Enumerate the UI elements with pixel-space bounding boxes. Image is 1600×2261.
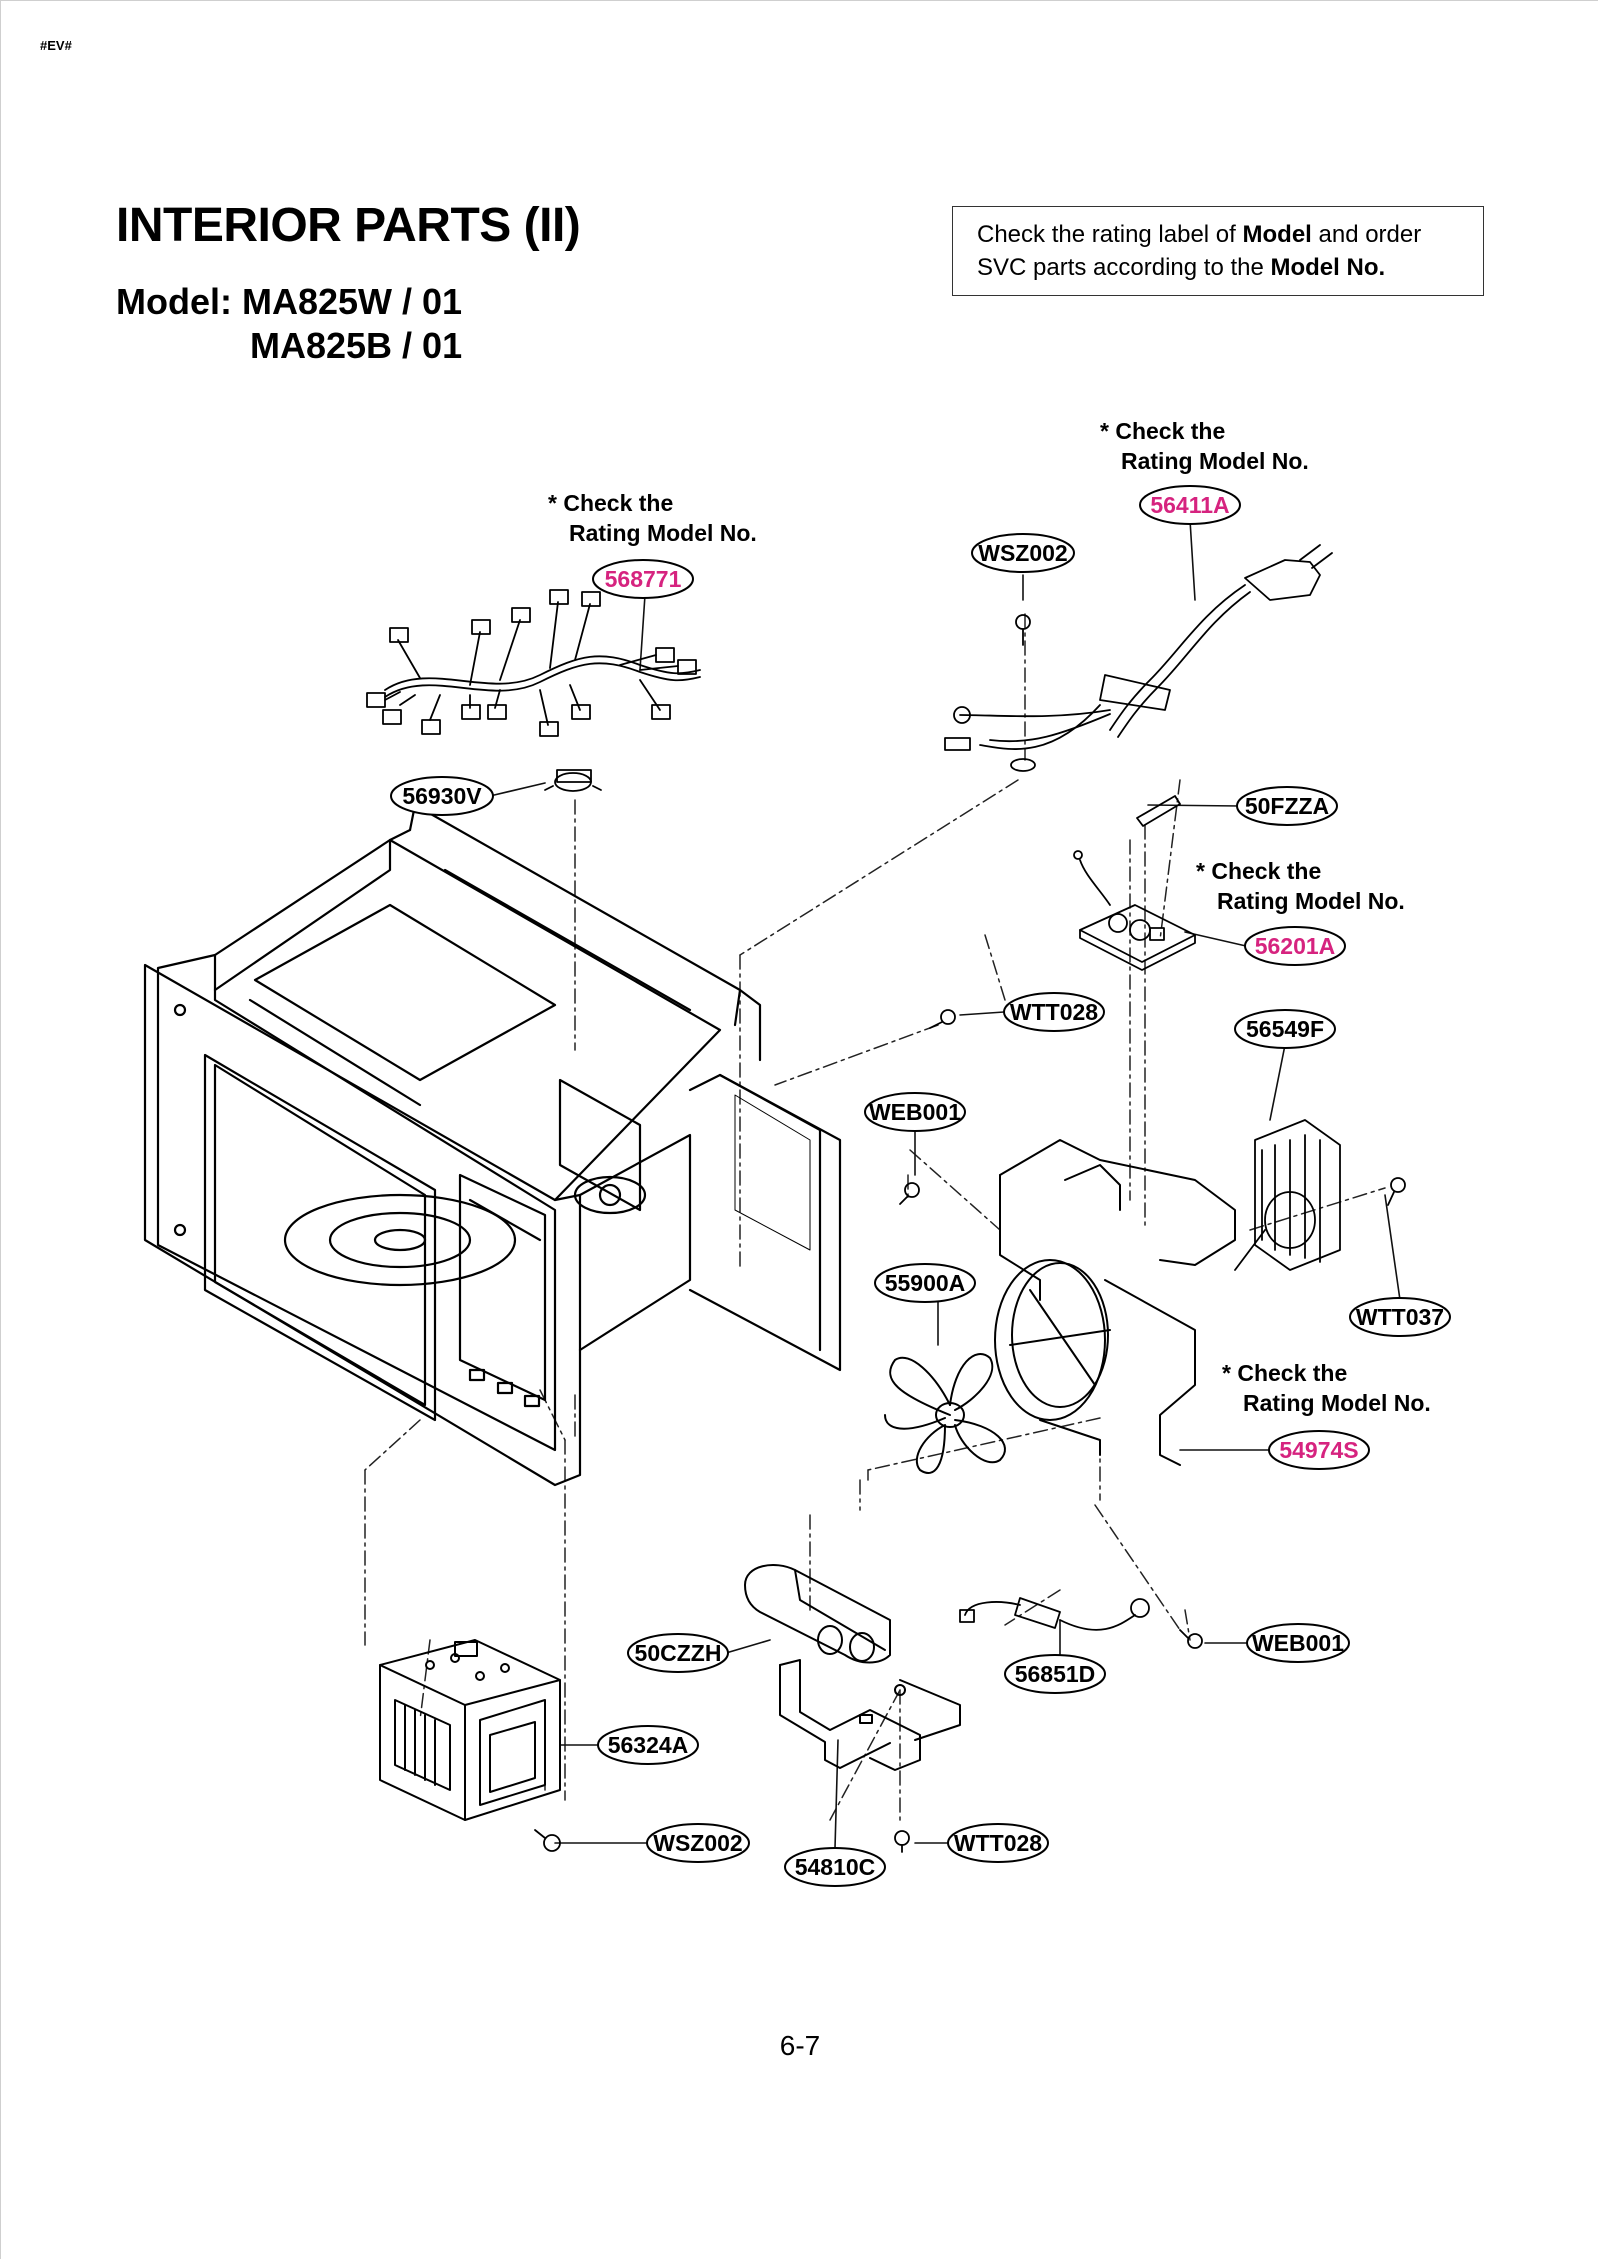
rating-note-line2: Rating Model No. [569, 520, 757, 546]
rating-note-fan-bracket: * Check the Rating Model No. [1222, 1358, 1431, 1418]
callout-label-54974S: 54974S [1279, 1437, 1358, 1463]
screw-wtt028-lower [894, 1830, 910, 1853]
fan-blade-55900A [884, 1353, 1006, 1474]
callout-label-55900A: 55900A [885, 1270, 966, 1296]
capacitor-bracket-54810C [779, 1659, 961, 1771]
callout-oval-50FZZA [1236, 786, 1338, 826]
callout-label-54810C: 54810C [795, 1854, 876, 1880]
callout-label-56411A: 56411A [1150, 492, 1229, 518]
callout-label-50CZZH: 50CZZH [635, 1640, 722, 1666]
model-line-2: MA825B / 01 [250, 325, 463, 366]
callout-label-56324A: 56324A [608, 1732, 689, 1758]
rating-note-line1: * Check the [1100, 418, 1226, 444]
corner-tag: #EV# [40, 38, 72, 53]
callout-oval-56549F [1234, 1009, 1336, 1049]
callout-oval-55900A [874, 1263, 976, 1303]
notice-box: Check the rating label of Model and orde… [952, 206, 1484, 296]
notice-text-pre: Check the rating label of [977, 221, 1243, 248]
callout-label-56851D: 56851D [1015, 1661, 1096, 1687]
screw-web001-upper [899, 1182, 920, 1205]
callout-oval-54810C [784, 1847, 886, 1887]
fan-bracket-54974S [994, 1139, 1236, 1466]
noise-filter-pcb-56201A [1073, 850, 1196, 971]
callout-oval-web001-lower [1246, 1623, 1350, 1663]
rating-note-line2: Rating Model No. [1121, 448, 1309, 474]
rating-note-line2: Rating Model No. [1243, 1390, 1431, 1416]
callout-label-wtt028-upper: WTT028 [1010, 999, 1098, 1025]
rating-note-line1: * Check the [1222, 1360, 1348, 1386]
notice-bold-model-no: Model No. [1270, 254, 1386, 281]
callout-oval-568771 [592, 559, 694, 599]
power-cord-56411A [944, 544, 1333, 772]
rating-note-harness: * Check the Rating Model No. [548, 488, 757, 548]
callout-oval-56930V [390, 776, 494, 816]
notice-text-mid: and order SVC parts according to the [977, 221, 1422, 281]
callout-oval-54974S [1268, 1430, 1370, 1470]
assembly-lines [364, 613, 1386, 1821]
callout-ovals [390, 485, 1451, 1887]
callout-label-web001-upper: WEB001 [869, 1099, 961, 1125]
notice-bold-model: Model [1242, 221, 1312, 248]
callout-label-56930V: 56930V [402, 783, 482, 809]
rating-note-power-cord: * Check the Rating Model No. [1100, 416, 1309, 476]
callout-label-56201A: 56201A [1255, 933, 1336, 959]
callout-label-wtt028-lower: WTT028 [954, 1830, 1042, 1856]
screw-wsz002-lower [534, 1829, 561, 1852]
callout-leaders [489, 519, 1401, 1849]
fuse-50FZZA [1136, 795, 1181, 827]
callout-oval-WTT037 [1349, 1297, 1451, 1337]
thermostat-56930V [544, 769, 602, 792]
callout-label-568771: 568771 [605, 566, 682, 592]
callout-oval-wsz002-top [971, 533, 1075, 573]
rating-note-line2: Rating Model No. [1217, 888, 1405, 914]
model-block: Model: MA825W / 01 MA825B / 01 [116, 280, 462, 368]
callout-label-50FZZA: 50FZZA [1245, 793, 1329, 819]
callout-label-web001-lower: WEB001 [1252, 1630, 1344, 1656]
callout-oval-56201A [1244, 926, 1346, 966]
callout-oval-56851D [1004, 1654, 1106, 1694]
wire-56851D [959, 1597, 1150, 1631]
page-title: INTERIOR PARTS (II) [116, 199, 581, 252]
callout-label-56549F: 56549F [1246, 1016, 1324, 1042]
callout-label-WTT037: WTT037 [1356, 1304, 1444, 1330]
screw-wtt037 [1387, 1177, 1406, 1206]
oven-cavity-chassis [143, 803, 842, 1487]
capacitor-50CZZH [744, 1564, 891, 1664]
screw-wsz002-top [1015, 614, 1031, 646]
callout-oval-wtt028-lower [947, 1823, 1049, 1863]
callout-labels: 568771 56411A WSZ002 56930V 50FZZA 56201… [402, 492, 1444, 1880]
fan-motor-56549F [1234, 1119, 1341, 1271]
screw-wtt028-upper [929, 1009, 956, 1029]
callout-oval-web001-upper [864, 1092, 966, 1132]
callout-oval-50CZZH [627, 1633, 729, 1673]
callout-oval-56324A [597, 1725, 699, 1765]
screw-web001-lower [1179, 1629, 1203, 1649]
magnetron-56324A [379, 1639, 561, 1821]
model-line-1: Model: MA825W / 01 [116, 281, 463, 322]
wire-harness-568771 [366, 589, 701, 737]
rating-note-line1: * Check the [1196, 858, 1322, 884]
callout-label-wsz002-lower: WSZ002 [653, 1830, 742, 1856]
rating-note-line1: * Check the [548, 490, 674, 516]
rating-note-pcb: * Check the Rating Model No. [1196, 856, 1405, 916]
callout-oval-56411A [1139, 485, 1241, 525]
page-number: 6-7 [779, 2030, 821, 2061]
callout-oval-wtt028-upper [1003, 992, 1105, 1032]
callout-label-wsz002-top: WSZ002 [978, 540, 1067, 566]
callout-oval-wsz002-lower [646, 1823, 750, 1863]
